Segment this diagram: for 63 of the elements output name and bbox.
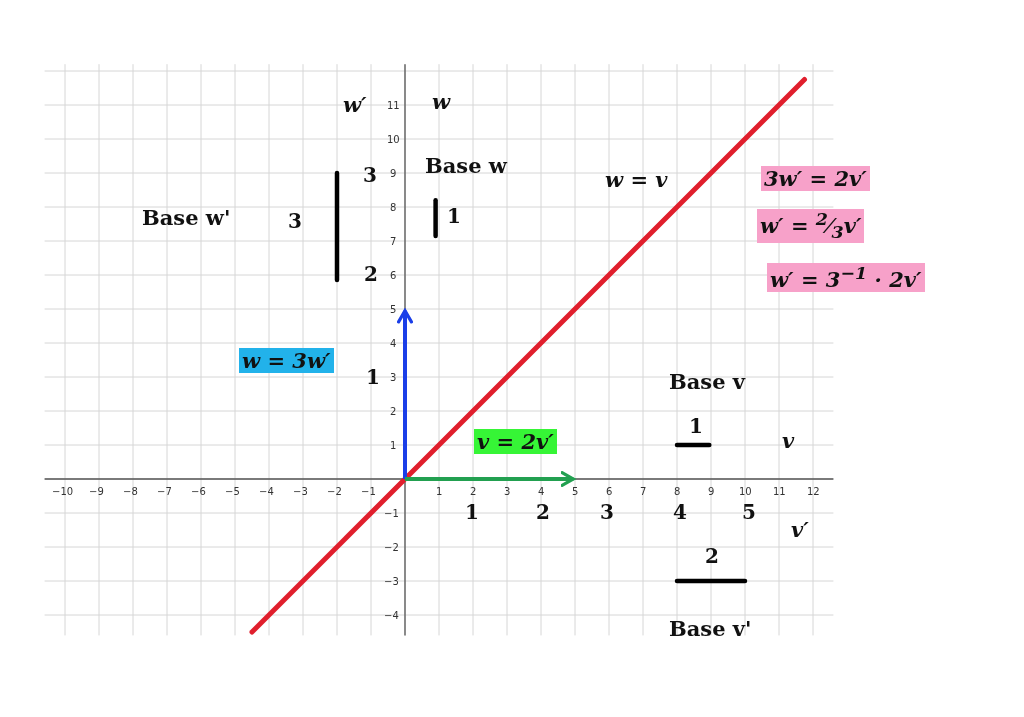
tick-label: 10 [387,134,400,145]
axis-label: w′ [343,93,367,117]
tick-label: 4 [538,486,545,497]
scale-number: 5 [742,501,756,523]
scale-number: 3 [600,501,614,523]
tick-label: 8 [390,202,397,213]
axis-label: v′ [791,518,809,542]
equation-label: w = v [605,168,668,192]
tick-label: 12 [807,486,820,497]
scale-number: 1 [447,205,461,227]
tick-label: 9 [390,168,397,179]
tick-label: −8 [123,486,138,497]
tick-label: −5 [225,486,240,497]
tick-label: −1 [361,486,376,497]
base-label: Base w' [142,206,231,230]
tick-label: −1 [384,508,399,519]
tick-label: 2 [390,406,397,417]
tick-label: 10 [739,486,752,497]
tick-label: −3 [293,486,308,497]
tick-label: −2 [384,542,399,553]
equation-label: w = 3w′ [239,348,334,374]
scale-number: 3 [363,164,377,186]
scale-number: 2 [536,501,550,523]
tick-label: 11 [773,486,786,497]
equation-label: w′ = 3$^{−1}$ · 2v′ [767,263,925,293]
tick-label: 6 [606,486,613,497]
base-label: Base v' [669,617,752,641]
scale-number: 4 [673,501,687,523]
tick-label: 9 [708,486,715,497]
axis-label: w [432,90,451,114]
tick-label: −10 [52,486,74,497]
scale-number: 1 [465,501,479,523]
equation-label: w′ = $^{2}$⁄$_{3}$v′ [757,209,865,244]
tick-label: −4 [259,486,274,497]
tick-label: 1 [390,440,397,451]
axis-label: v [782,429,795,453]
tick-label: −6 [191,486,206,497]
equation-label: 3w′ = 2v′ [761,166,870,192]
tick-label: −9 [89,486,104,497]
tick-label: 4 [390,338,397,349]
tick-label: 3 [504,486,511,497]
scale-number: 3 [288,210,302,232]
tick-label: −2 [327,486,342,497]
tick-label: 5 [390,304,397,315]
tick-label: −4 [384,610,399,621]
scale-number: 1 [366,366,380,388]
tick-label: 5 [572,486,579,497]
base-label: Base v [669,370,746,394]
tick-label: 8 [674,486,681,497]
tick-label: 11 [387,100,400,111]
equation-label: v = 2v′ [474,429,557,455]
tick-label: 2 [470,486,477,497]
tick-label: 3 [390,372,397,383]
base-label: Base w [425,154,507,178]
scale-number: 2 [364,263,378,285]
tick-label: 1 [436,486,443,497]
tick-label: 6 [390,270,397,281]
scale-number: 2 [705,545,719,567]
tick-label: 7 [640,486,647,497]
tick-label: −7 [157,486,172,497]
scale-number: 1 [689,415,703,437]
tick-label: 7 [390,236,397,247]
tick-label: −3 [384,576,399,587]
